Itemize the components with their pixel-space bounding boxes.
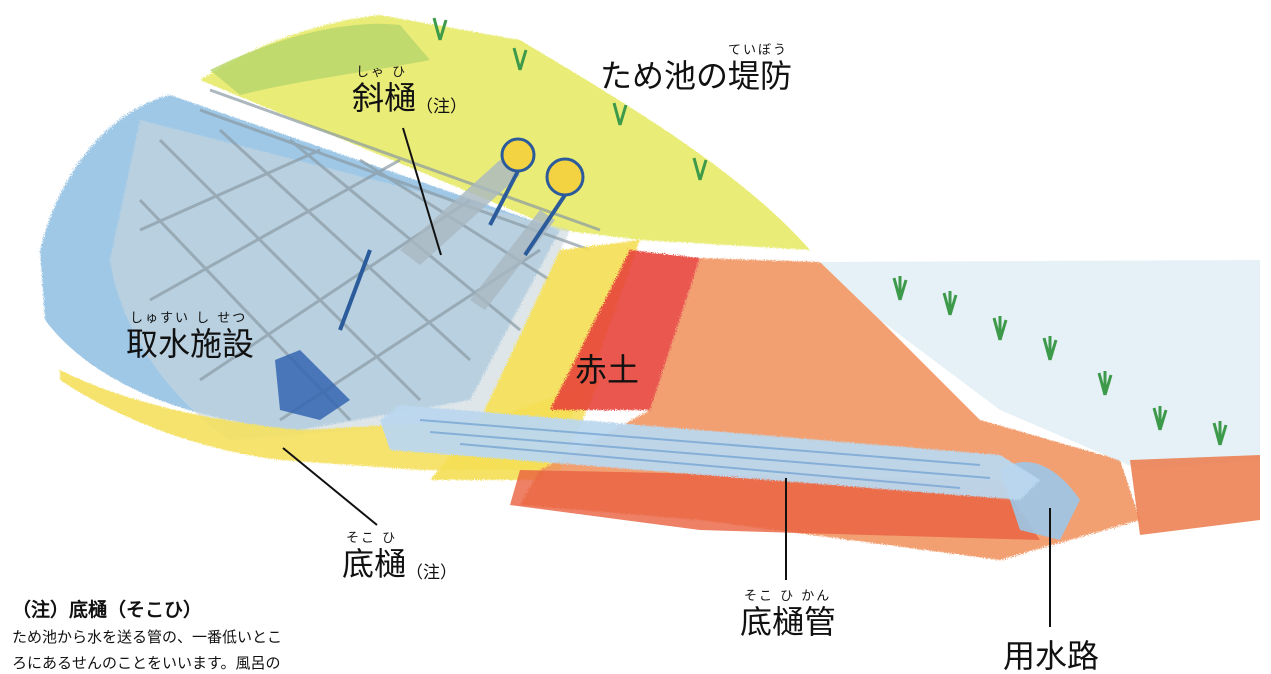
note-shahi: （注） (416, 97, 468, 117)
label-sokohi-pipe: そこ ひ かん 底樋管 (740, 589, 837, 641)
text-sokohi-pipe: 底樋管 (740, 603, 837, 641)
pipe-hatching (419, 419, 991, 489)
note-sokohi: （注） (406, 563, 458, 583)
intake-structure (275, 137, 585, 420)
text-channel: 用水路 (1003, 637, 1100, 674)
embankment-grass (200, 15, 810, 250)
channel-bank (1130, 455, 1260, 535)
intake-slope (110, 120, 570, 440)
ruby-shahi: しゃ ひ (356, 65, 408, 80)
ruby-sokohi-pipe: そこ ひ かん (744, 589, 832, 604)
label-embankment: ていぼう ため池の堤防 (600, 43, 793, 95)
leader-lines (282, 127, 1051, 627)
label-shahi: しゃ ひ 斜樋（注） (352, 65, 468, 118)
embankment-grass-dark (210, 23, 430, 95)
plants (432, 17, 1228, 446)
footnote-line-2: ろにあるせんのことをいいます。風呂の (12, 654, 281, 672)
ruby-intake: しゅすい し せつ (130, 311, 248, 326)
field-right (820, 260, 1260, 470)
label-sokohi: そこ ひ 底樋（注） (342, 531, 458, 584)
footnote-title: （注）底樋（そこひ） (12, 599, 203, 621)
leader-shahi (402, 127, 442, 256)
red-clay-core (550, 250, 700, 410)
text-red-soil: 赤土 (575, 351, 640, 389)
ruby-embankment: ていぼう (728, 43, 789, 58)
valve-wheel-1 (500, 137, 536, 173)
valve-wheel-2 (545, 157, 585, 197)
ruby-sokohi: そこ ひ (346, 531, 398, 546)
label-red-soil: 赤土 (575, 352, 639, 388)
label-intake: しゅすい し せつ 取水施設 (126, 311, 255, 363)
text-intake: 取水施設 (126, 325, 255, 363)
bottom-pipe (380, 405, 1040, 500)
text-sokohi: 底樋 (342, 545, 407, 583)
text-shahi: 斜樋 (352, 79, 417, 117)
intake-box (275, 350, 350, 420)
footnote: （注）底樋（そこひ） ため池から水を送る管の、一番低いとこ ろにあるせんのことを… (12, 596, 322, 674)
leader-sokohi (282, 447, 378, 526)
text-embankment: ため池の堤防 (600, 57, 793, 95)
label-channel: 用水路 (1003, 638, 1099, 674)
footnote-line-1: ため池から水を送る管の、一番低いとこ (12, 628, 283, 646)
